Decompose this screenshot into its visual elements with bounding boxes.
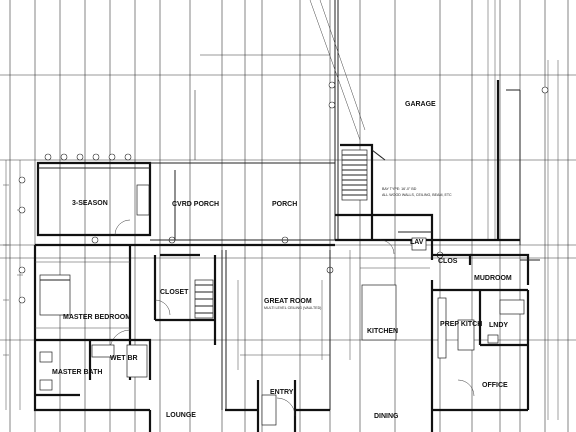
svg-text:ALL WOOD WALLS, CEILING, BEAM,: ALL WOOD WALLS, CEILING, BEAM, ETC (382, 193, 452, 197)
svg-text:MULTI LEVEL CEILING (VAULTED): MULTI LEVEL CEILING (VAULTED) (264, 306, 321, 310)
cvrd-porch-label: CVRD PORCH (172, 201, 219, 208)
clos-label: CLOS (438, 258, 458, 265)
three-season-label: 3-SEASON (72, 200, 108, 207)
dining-label: DINING (374, 413, 399, 420)
left-dimension-strings (3, 160, 23, 410)
office-label: OFFICE (482, 382, 508, 389)
svg-text:BAY TYPE: 16'-0" BD: BAY TYPE: 16'-0" BD (382, 187, 417, 191)
garage-label: GARAGE (405, 101, 436, 108)
lounge-label: LOUNGE (166, 412, 196, 419)
entry-area: ENTRY LOUNGE DINING (148, 380, 434, 432)
master-bedroom-label: MASTER BEDROOM (63, 314, 131, 321)
lav-label: LAV (410, 239, 424, 246)
porch-walls: 3-SEASON CVRD PORCH PORCH (36, 161, 335, 241)
mudroom-label: MUDROOM (474, 275, 512, 282)
entry-label: ENTRY (270, 389, 294, 396)
porch-label: PORCH (272, 201, 297, 208)
closet-label: CLOSET (160, 289, 189, 296)
garage-walls: GARAGE BAY TYPE: 16'-0" BD ALL WOOD WALL… (194, 0, 521, 245)
wet-bar-label: WET BR (110, 355, 138, 362)
column-bubbles (18, 81, 549, 304)
bath-area: WET BR MASTER BATH (35, 338, 152, 397)
kitchen-label: KITCHEN (367, 328, 398, 335)
service-rooms: LAV CLOS MUDROOM PREP KITCH LNDY OFFICE (335, 213, 540, 412)
dimension-marks (35, 250, 430, 370)
kitchen-island: KITCHEN (361, 284, 398, 341)
lndy-label: LNDY (489, 322, 508, 329)
prep-kitch-label: PREP KITCH (440, 321, 482, 328)
master-bath-label: MASTER BATH (52, 369, 102, 376)
right-dimension-strings (487, 0, 559, 420)
great-room-label: GREAT ROOM (264, 298, 312, 305)
main-house-walls: MASTER BEDROOM CLOSET GREAT ROOM MULTI L… (33, 238, 520, 412)
